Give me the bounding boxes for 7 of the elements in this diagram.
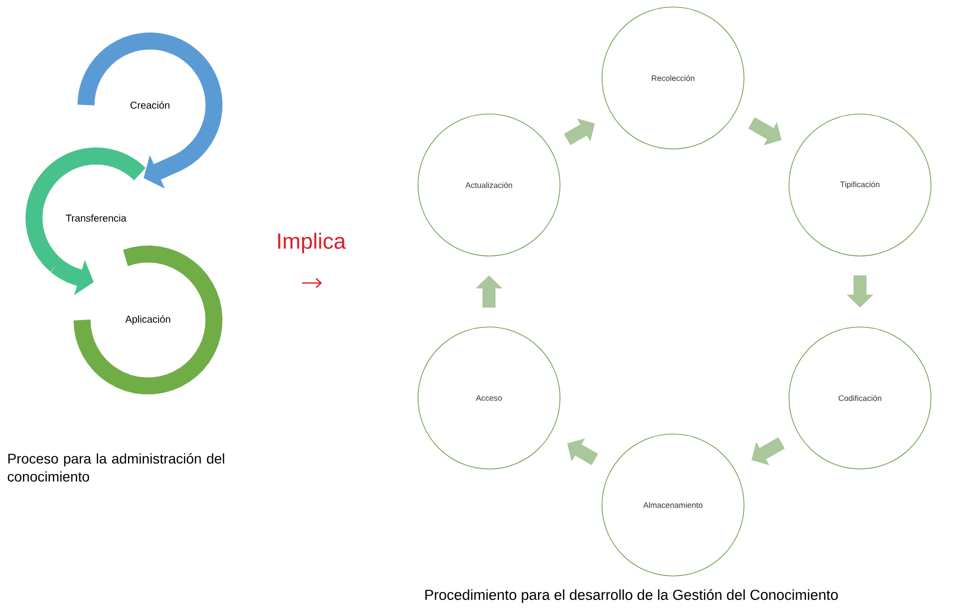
cycle-arc: Aplicación (74, 246, 222, 394)
caption: Proceso para la administración del conocimiento (8, 453, 224, 482)
label-text: Implica (278, 232, 346, 254)
block-arrow (752, 437, 785, 466)
cycle-arc: Transferencia (26, 148, 146, 272)
caption: Procedimiento para el desarrollo de la Gestión del Conocimiento (425, 589, 838, 603)
cycle-arc: Creación (78, 32, 222, 160)
